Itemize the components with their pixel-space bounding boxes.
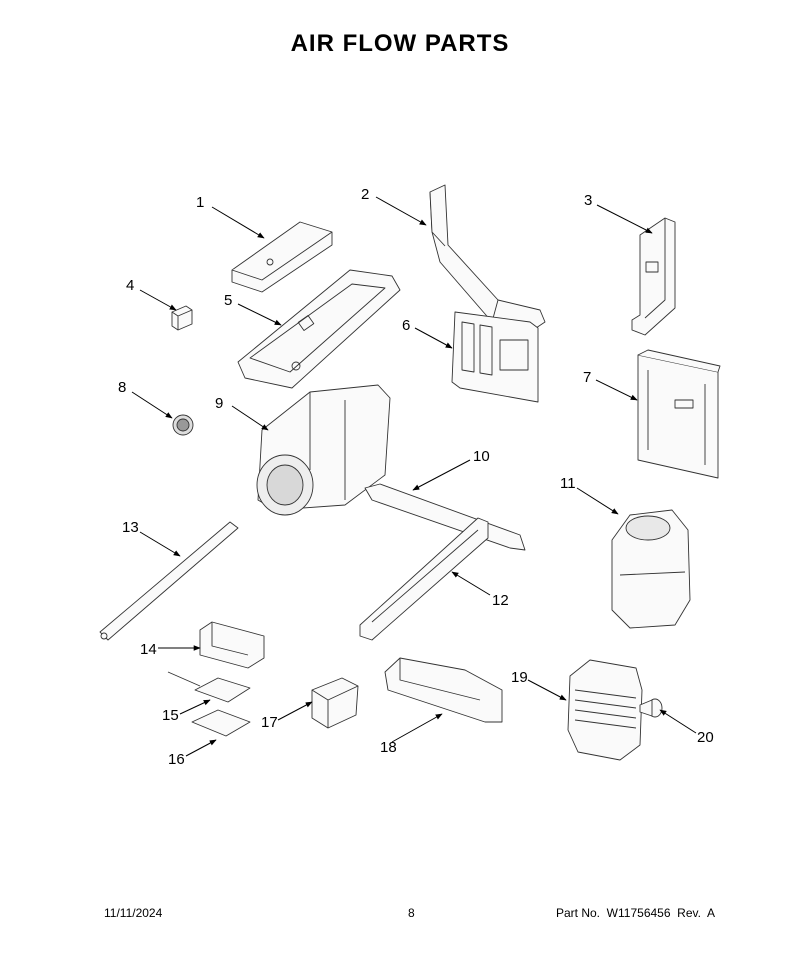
callout-4: 4 — [126, 277, 134, 294]
callout-10: 10 — [473, 448, 490, 465]
part-7-panel — [637, 349, 721, 479]
callout-17: 17 — [261, 714, 278, 731]
part-19-magnetron — [567, 659, 643, 761]
part-15-pad — [167, 671, 251, 703]
footer-page-number: 8 — [408, 906, 415, 920]
part-13-rod — [99, 521, 239, 641]
part-9-blower — [256, 384, 391, 516]
part-20-antenna — [639, 698, 663, 718]
page-title: AIR FLOW PARTS — [290, 30, 510, 57]
callout-numbers: 1 2 3 4 5 6 7 8 9 10 11 12 13 14 15 16 1… — [118, 186, 714, 768]
callout-16: 16 — [168, 751, 185, 768]
part-16-pad — [191, 709, 251, 737]
callout-2: 2 — [361, 186, 369, 203]
callout-13: 13 — [122, 519, 139, 536]
part-14-bracket — [199, 621, 265, 669]
part-17-sensor — [311, 677, 359, 729]
part-6-back-panel — [451, 311, 539, 403]
part-8-thermostat — [172, 414, 194, 436]
callout-18: 18 — [380, 739, 397, 756]
callout-11: 11 — [560, 475, 576, 492]
callout-9: 9 — [215, 395, 223, 412]
callout-19: 19 — [511, 669, 528, 686]
callout-14: 14 — [140, 641, 157, 658]
callout-8: 8 — [118, 379, 126, 396]
footer-part-number: Part No. W11756456 Rev. A — [556, 906, 715, 920]
callout-6: 6 — [402, 317, 410, 334]
leader-lines — [131, 196, 697, 757]
callout-15: 15 — [162, 707, 179, 724]
part-4-clip — [171, 305, 193, 331]
part-3-side-panel — [631, 217, 676, 336]
callout-5: 5 — [224, 292, 232, 309]
part-5-air-guide — [237, 269, 401, 389]
callout-7: 7 — [583, 369, 591, 386]
footer-date: 11/11/2024 — [104, 906, 163, 920]
callout-1: 1 — [196, 194, 204, 211]
part-1-cover — [231, 221, 333, 293]
part-2-bracket — [429, 184, 546, 333]
part-10-rail — [364, 483, 526, 551]
callout-12: 12 — [492, 592, 509, 609]
part-12-bracket-rail — [359, 517, 489, 641]
callout-20: 20 — [697, 729, 714, 746]
part-11-motor — [611, 509, 691, 629]
part-18-tray — [384, 657, 503, 723]
callout-3: 3 — [584, 192, 592, 209]
